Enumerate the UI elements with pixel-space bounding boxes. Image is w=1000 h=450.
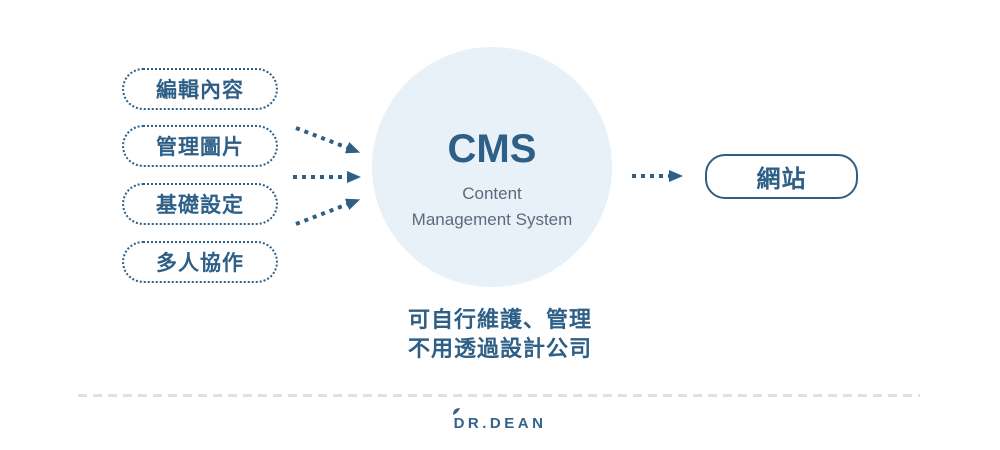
feature-pill-label: 編輯內容 <box>156 79 244 102</box>
feature-pill-label: 管理圖片 <box>156 136 244 159</box>
feature-pill-label: 多人協作 <box>156 252 244 275</box>
website-label: 網站 <box>756 166 807 193</box>
footer: DR.DEAN <box>0 408 1000 432</box>
cms-circle: CMS Content Management System <box>372 47 612 287</box>
dotted-arrow-to-cms-icon <box>295 126 361 154</box>
feature-pill-basic-settings: 基礎設定 <box>122 183 278 225</box>
feature-pill-manage-images: 管理圖片 <box>122 125 278 167</box>
cms-title: CMS <box>447 127 537 171</box>
brand-logo: DR.DEAN <box>452 408 547 432</box>
cms-subtitle: Content Management System <box>412 181 573 233</box>
brand-name: DR.DEAN <box>453 415 547 432</box>
caption-line1: 可自行維護、管理 <box>407 307 592 332</box>
divider <box>78 394 920 397</box>
website-box: 網站 <box>705 154 858 199</box>
logo-leaf-icon <box>452 408 460 415</box>
caption-line2: 不用透過設計公司 <box>407 336 592 361</box>
cms-subtitle-line1: Content <box>462 184 522 203</box>
feature-pill-edit-content: 編輯內容 <box>122 68 278 110</box>
dotted-arrow-to-cms-icon <box>295 198 361 226</box>
caption: 可自行維護、管理 不用透過設計公司 <box>352 305 648 363</box>
cms-subtitle-line2: Management System <box>411 210 573 229</box>
feature-pill-collaboration: 多人協作 <box>122 241 278 283</box>
feature-pill-label: 基礎設定 <box>156 194 244 217</box>
